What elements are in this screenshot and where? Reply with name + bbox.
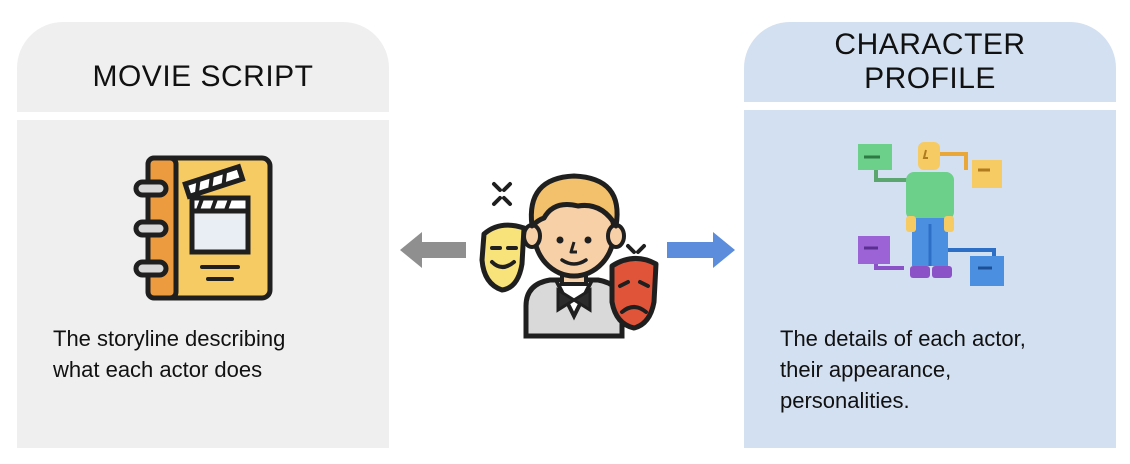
actor-with-masks-icon [479, 173, 659, 339]
movie-script-body: The storyline describing what each actor… [17, 120, 389, 448]
movie-script-title: MOVIE SCRIPT [92, 60, 314, 93]
character-profile-body: The details of each actor, their appeara… [744, 110, 1116, 448]
arrow-left-icon [400, 232, 466, 268]
script-notebook-icon [133, 155, 273, 301]
character-profile-title: CHARACTER PROFILE [834, 28, 1026, 95]
character-profile-header: CHARACTER PROFILE [744, 22, 1116, 102]
movie-script-header: MOVIE SCRIPT [17, 22, 389, 112]
character-profile-icon [858, 142, 1004, 286]
movie-script-description: The storyline describing what each actor… [53, 326, 286, 382]
arrow-right-icon [667, 232, 735, 268]
character-profile-description: The details of each actor, their appeara… [780, 326, 1026, 413]
